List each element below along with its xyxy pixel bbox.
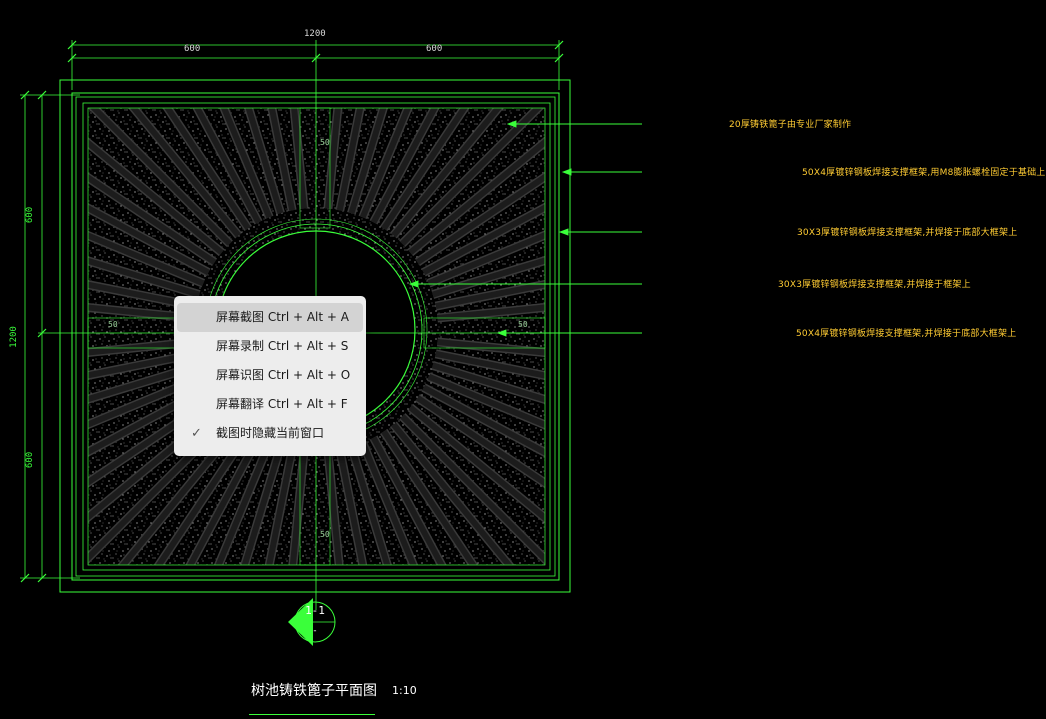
title-underline <box>249 714 375 715</box>
dim-small-top: 50 <box>320 138 330 147</box>
radial-slot-inner <box>422 204 545 276</box>
radial-slot-inner <box>186 436 262 565</box>
radial-slot-inner <box>408 138 545 255</box>
menu-item-hide-window[interactable]: ✓ 截图时隐藏当前窗口 <box>177 419 363 448</box>
radial-slot-inner <box>220 108 273 219</box>
radial-slot-inner <box>437 304 545 322</box>
dim-small-bottom: 50 <box>320 530 330 539</box>
radial-slot-inner <box>381 429 477 565</box>
menu-item-screen-translate[interactable]: 屏幕翻译 Ctrl + Alt + F <box>177 390 363 419</box>
screenshot-context-menu: 屏幕截图 Ctrl + Alt + A 屏幕录制 Ctrl + Alt + S … <box>174 296 366 456</box>
radial-slot-inner <box>427 231 545 287</box>
radial-slot-inner <box>88 304 195 322</box>
radial-slot-inner <box>400 414 545 564</box>
dim-small-left: 50 <box>108 320 118 329</box>
radial-slot-inner <box>408 405 545 522</box>
menu-item-label: 屏幕翻译 Ctrl + Alt + F <box>216 397 348 411</box>
radial-slot-inner <box>88 281 197 310</box>
menu-item-label: 屏幕识图 Ctrl + Alt + O <box>216 368 351 382</box>
drawing-scale: 1:10 <box>392 684 417 697</box>
radial-slot-inner <box>215 441 273 565</box>
drawing-title: 树池铸铁篦子平面图 <box>251 683 377 699</box>
radial-slot-inner <box>435 350 545 379</box>
radial-slot-inner <box>88 232 205 287</box>
radial-slot-inner <box>415 395 545 487</box>
radial-slot-inner <box>88 257 201 298</box>
frame-4 <box>82 102 551 571</box>
radial-slot-inner <box>324 451 343 565</box>
menu-item-label: 屏幕录制 Ctrl + Alt + S <box>216 339 349 353</box>
radial-slot-inner <box>268 108 296 211</box>
menu-item-label: 屏幕截图 Ctrl + Alt + A <box>216 310 349 324</box>
radial-slot-inner <box>435 281 545 310</box>
dim-top-right: 600 <box>426 44 443 54</box>
dim-left-bottom: 600 <box>25 451 36 469</box>
radial-slot-inner <box>88 338 195 356</box>
dim-top-left: 600 <box>184 44 201 54</box>
radial-slot-inner <box>324 108 341 209</box>
radial-slot-inner <box>289 451 308 565</box>
section-marker-symbol <box>288 598 336 646</box>
radial-slot-inner <box>437 338 545 356</box>
frame-2 <box>71 92 560 581</box>
menu-item-screen-recognize[interactable]: 屏幕识图 Ctrl + Alt + O <box>177 361 363 390</box>
radial-slot-inner <box>422 384 545 456</box>
radial-slot-inner <box>336 449 366 565</box>
radial-slot-inner <box>359 108 412 219</box>
leader-lines <box>408 120 642 337</box>
check-icon: ✓ <box>191 426 202 441</box>
radial-slot-inner <box>88 373 205 428</box>
radial-slot-inner <box>88 204 210 276</box>
radial-slot-inner <box>245 108 284 215</box>
radial-slot-inner <box>241 445 284 565</box>
menu-item-screen-capture[interactable]: 屏幕截图 Ctrl + Alt + A <box>177 303 363 332</box>
radial-slot-inner <box>129 108 241 238</box>
dim-left-top: 600 <box>25 206 36 224</box>
radial-slot-inner <box>155 429 251 565</box>
radial-slot-inner <box>88 362 201 403</box>
radial-slot-inner <box>88 350 197 379</box>
dim-top-total: 1200 <box>304 29 326 39</box>
annotation-frame-50x4-base: 50X4厚镀锌钢板焊接支撑框架,用M8膨胀螺栓固定于基础上 <box>802 168 1046 178</box>
radial-slot-inner <box>89 108 232 246</box>
radial-slot-inner <box>431 362 545 403</box>
radial-slot-inner <box>348 108 387 215</box>
radial-slot-inner <box>400 108 543 246</box>
radial-slot-inner <box>164 108 251 231</box>
annotation-cast-iron-grate: 20厚铸铁篦子由专业厂家制作 <box>729 120 852 130</box>
frame-3 <box>75 96 556 577</box>
radial-slot-inner <box>359 441 417 565</box>
radial-slot-inner <box>391 108 503 238</box>
radial-slot-inner <box>88 139 224 255</box>
radial-slot-inner <box>291 108 308 209</box>
annotation-frame-30x3: 30X3厚镀锌钢板焊接支撑框架,并焊接于框架上 <box>778 280 971 290</box>
radial-slot-inner <box>427 373 545 429</box>
radial-slot-inner <box>415 173 545 265</box>
annotation-frame-30x3-bottom: 30X3厚镀锌钢板焊接支撑框架,并焊接于底部大框架上 <box>797 228 1018 238</box>
radial-slot-inner <box>266 449 296 565</box>
section-marker-label: 1-1 <box>305 604 325 617</box>
menu-item-label: 截图时隐藏当前窗口 <box>216 426 325 440</box>
dim-small-right: 50 <box>518 320 528 329</box>
radial-slot-inner <box>348 445 391 565</box>
section-marker-sub: - <box>312 626 318 636</box>
radial-slot-inner <box>381 108 468 231</box>
radial-slot-inner <box>193 108 262 224</box>
outer-frame <box>59 79 571 593</box>
menu-item-screen-record[interactable]: 屏幕录制 Ctrl + Alt + S <box>177 332 363 361</box>
annotation-frame-50x4-bottom: 50X4厚镀锌钢板焊接支撑框架,并焊接于底部大框架上 <box>796 329 1017 339</box>
dim-left-total: 1200 <box>8 326 19 348</box>
radial-slot-inner <box>370 108 439 224</box>
radial-slot-inner <box>336 108 364 211</box>
radial-slot-inner <box>370 436 446 565</box>
radial-slot-inner <box>88 174 217 265</box>
